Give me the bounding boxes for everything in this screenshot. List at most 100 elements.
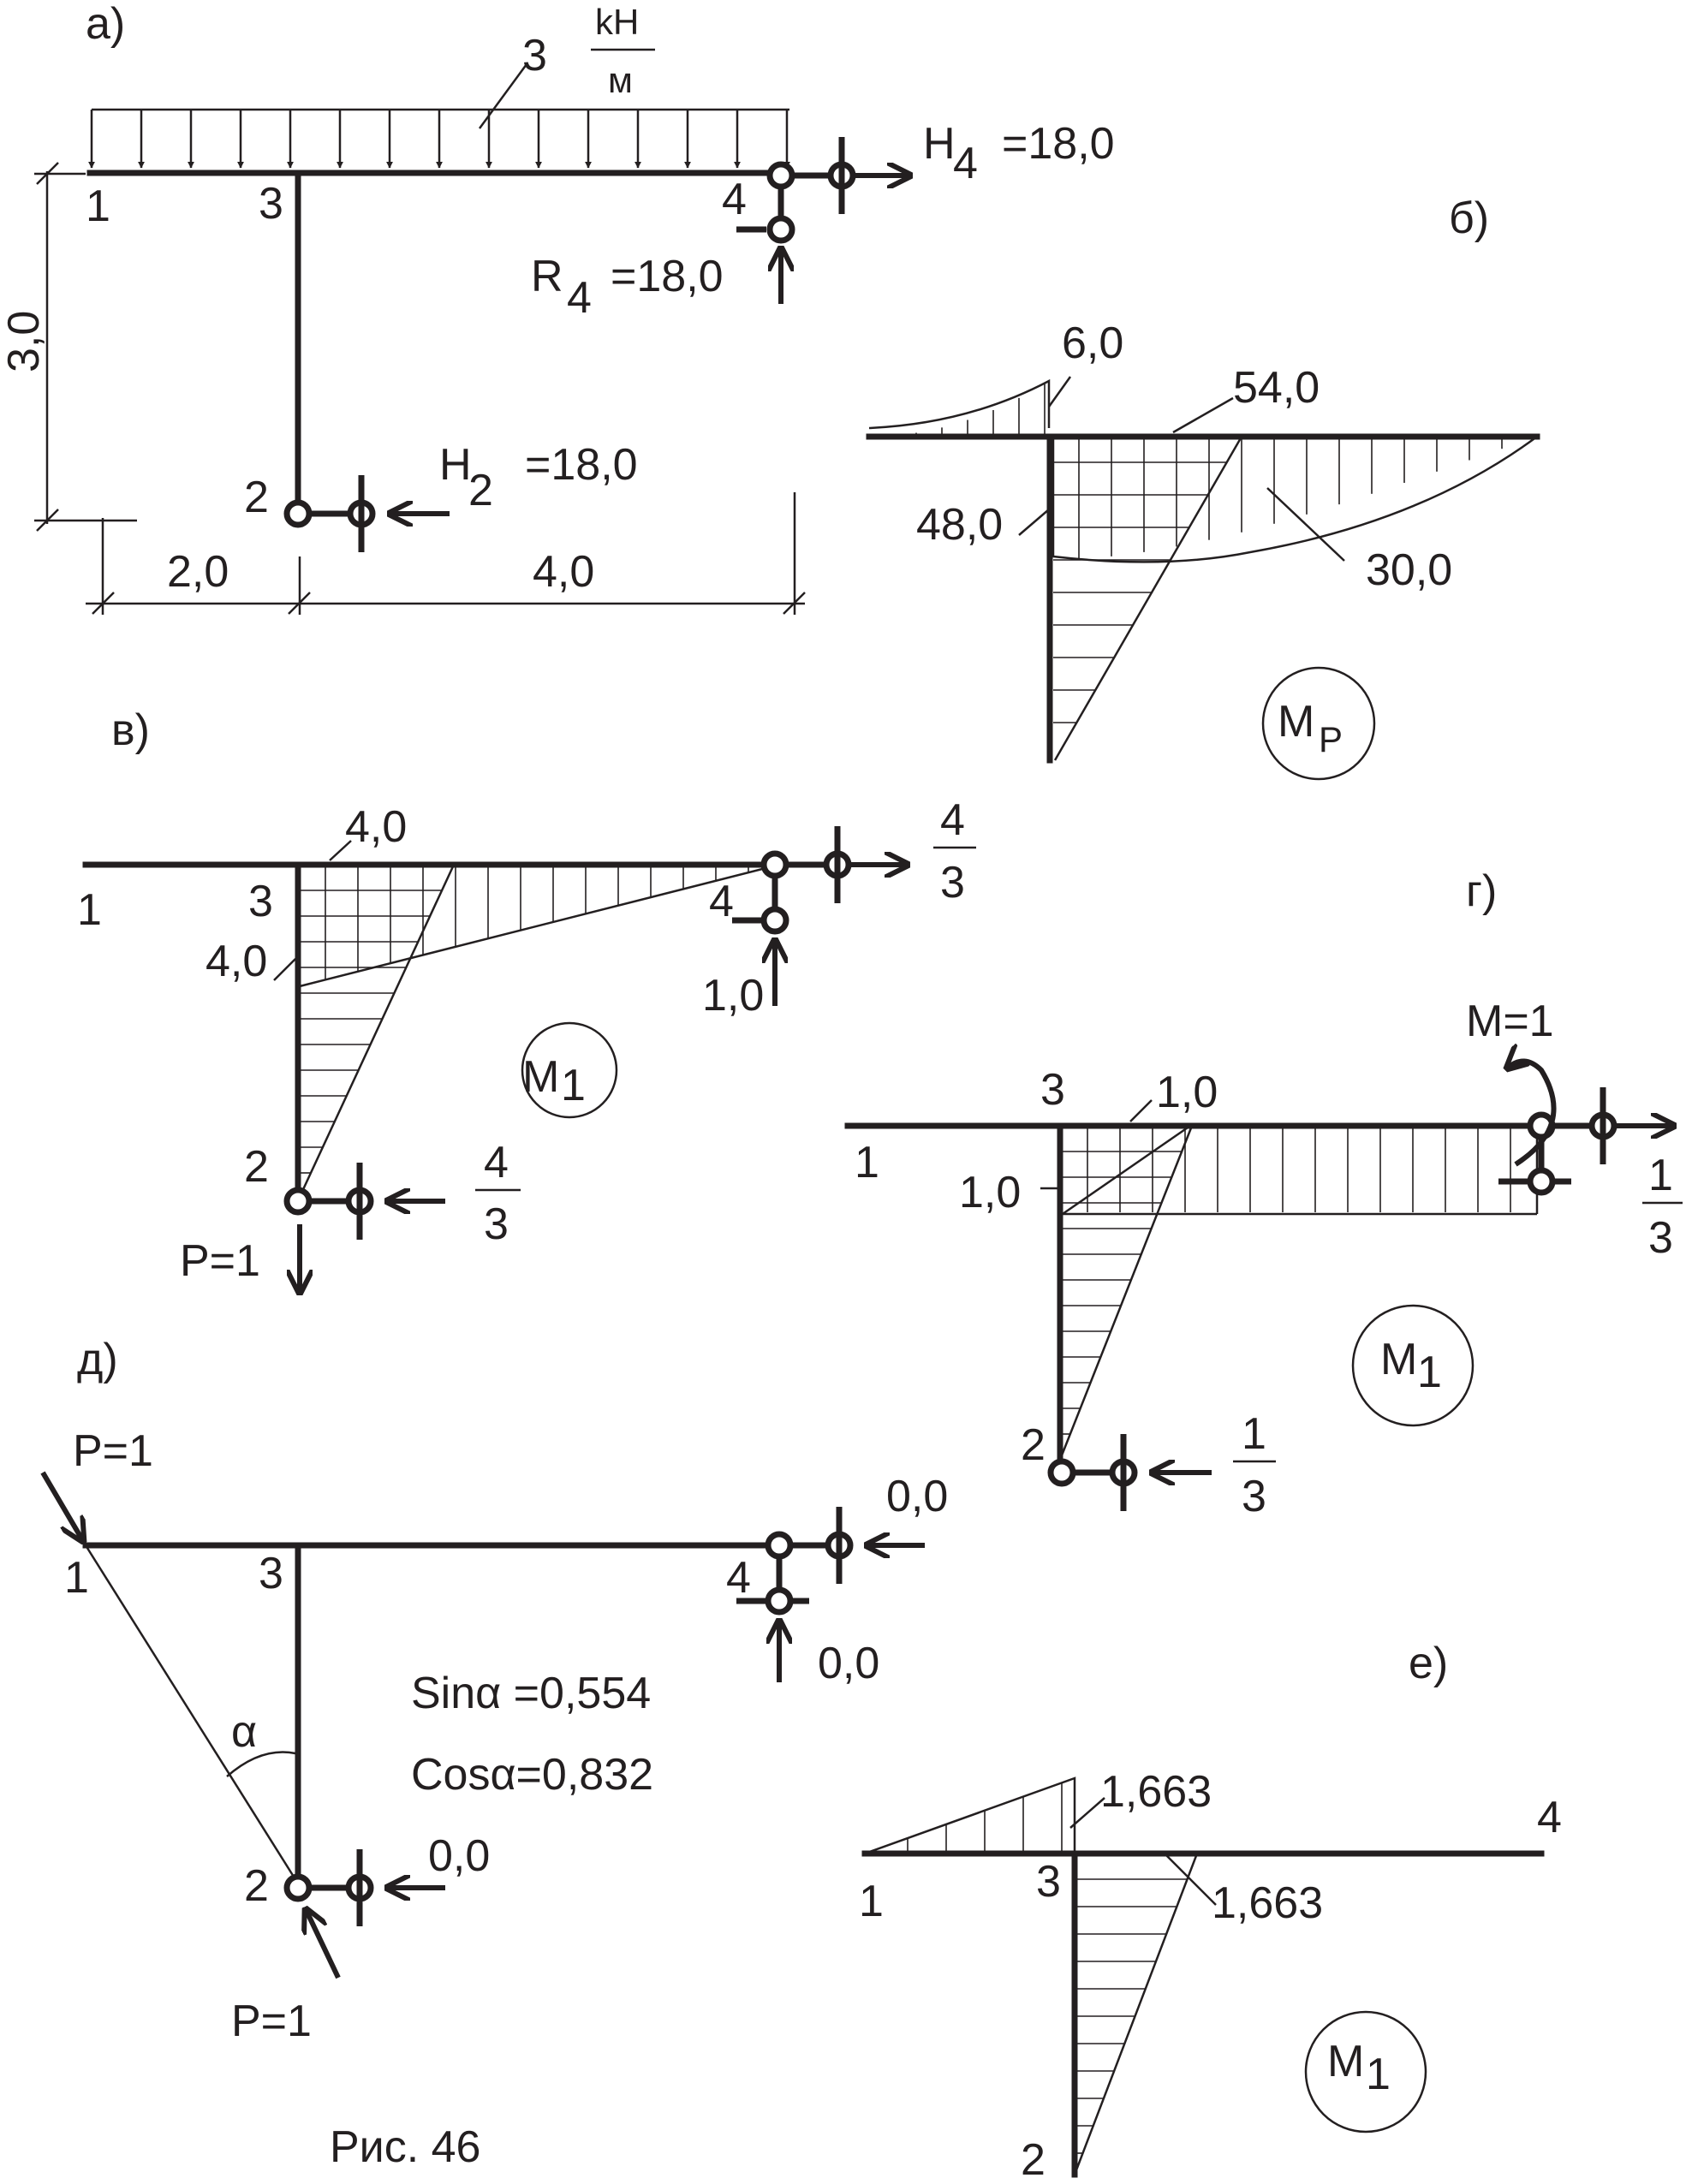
m1c-node-2: 2 [244,1142,269,1192]
load-unit-denominator: м [608,60,633,100]
r4-subscript: 4 [567,273,592,323]
e-load-top: P=1 [73,1426,153,1476]
f-node-3: 3 [1036,1857,1061,1907]
panel-a: а) 3 kH м 1 3 4 2 H [0,0,1115,615]
angle-alpha: α [231,1707,257,1757]
load-value: 3 [522,31,547,80]
panel-f-label: е) [1409,1639,1448,1688]
h4-subscript: 4 [953,139,978,188]
m1d-h2-num: 1 [1242,1409,1266,1459]
m1c-node-3: 3 [248,877,273,926]
m1c-subscript: 1 [561,1061,586,1110]
m1c-name: M [522,1052,559,1102]
e-r4-value: 0,0 [818,1639,879,1688]
node-3: 3 [259,179,283,229]
m1d-h2-den: 3 [1242,1472,1266,1521]
mp-subscript: P [1319,719,1343,759]
m1d-h4-den: 3 [1648,1213,1673,1263]
m1d-name: M [1380,1335,1417,1384]
m1d-support-2 [1047,1434,1212,1511]
e-node-2: 2 [244,1861,269,1911]
m1d-moment: M=1 [1466,997,1554,1046]
m1c-load: P=1 [180,1236,260,1286]
f-node-1: 1 [859,1877,884,1926]
m1d-support-4 [1498,1061,1674,1196]
h2-value: =18,0 [525,440,638,490]
m1c-h4-den: 3 [940,858,965,908]
m1c-support-4 [732,826,908,1006]
r4-label: R [531,252,563,301]
m1d-value-top: 1,0 [1156,1068,1218,1117]
panel-b-label: б) [1449,193,1489,243]
node-4: 4 [722,175,747,224]
helper-line [84,1544,300,1884]
dimension-right: 4,0 [533,547,594,597]
dimension-left: 2,0 [167,547,229,597]
distributed-load: 3 kH м [87,2,791,169]
m1c-h2-num: 4 [484,1138,509,1187]
panel-a-label: а) [86,0,125,49]
m1c-r4-value: 1,0 [702,971,764,1021]
figure-caption: Рис. 46 [330,2122,480,2172]
m1c-h4-num: 4 [940,795,965,845]
panel-d-label: г) [1466,866,1497,916]
mp-label-circle [1261,666,1376,781]
panel-e-label: д) [77,1335,118,1384]
m1c-node-4: 4 [709,877,734,926]
m1d-node-3: 3 [1040,1065,1065,1115]
node-2: 2 [244,473,269,522]
support-4 [736,137,910,304]
mp-value-6: 6,0 [1062,318,1123,368]
m1d-node-2: 2 [1021,1420,1046,1470]
e-support-4 [736,1507,925,1682]
m1d-label-circle [1351,1304,1475,1427]
e-support-2 [283,1849,445,1926]
m1c-h2-den: 3 [484,1199,509,1249]
load-unit-numerator: kH [595,2,639,42]
mp-value-30: 30,0 [1366,545,1452,595]
f-subscript: 1 [1366,2050,1391,2099]
mp-name: M [1278,697,1314,747]
m1d-value-left: 1,0 [959,1168,1021,1217]
f-value-top: 1,663 [1100,1767,1212,1817]
panel-f: е) 1,663 1,663 1 3 4 2 M 1 [859,1639,1562,2184]
h2-label: H [439,440,472,490]
dimension-lines [34,162,806,615]
m1c-value-top: 4,0 [345,802,407,852]
e-load-bottom: P=1 [231,1997,312,2046]
m1c-label-circle [521,1021,618,1119]
panel-d: г) 1,0 1,0 1 3 2 M=1 1 3 [844,866,1683,1521]
m1c-node-1: 1 [77,885,102,935]
panel-c-label: в) [111,705,150,755]
e-node-3: 3 [259,1549,283,1598]
cos-alpha: Cosα=0,832 [411,1750,653,1800]
f-name: M [1327,2037,1364,2086]
f-label-circle [1304,2010,1427,2133]
mp-value-48: 48,0 [916,500,1003,550]
m1c-support-2 [283,1163,445,1293]
e-h4-value: 0,0 [886,1472,948,1521]
e-node-1: 1 [64,1553,89,1603]
m1d-node-1: 1 [855,1138,879,1187]
f-value-right: 1,663 [1212,1878,1323,1928]
m1d-h4-num: 1 [1648,1151,1673,1200]
panel-c: в) 4,0 4,0 1 3 4 2 4 3 1,0 [77,705,976,1293]
panel-b: б) 6,0 54,0 48,0 30,0 M P [866,193,1540,781]
h4-label: H [923,119,956,169]
mp-value-54: 54,0 [1233,363,1320,413]
support-2 [283,475,450,552]
sin-alpha: Sinα =0,554 [411,1669,651,1718]
e-h2-value: 0,0 [428,1831,490,1881]
m1c-value-left: 4,0 [206,937,267,986]
panel-e: д) α P=1 P=1 1 3 4 2 0,0 0,0 [40,1335,948,2046]
dimension-height: 3,0 [0,311,49,372]
h2-subscript: 2 [468,466,493,515]
h4-value: =18,0 [1002,119,1115,169]
e-node-4: 4 [726,1553,751,1603]
node-1: 1 [86,182,110,231]
r4-value: =18,0 [611,252,724,301]
m1d-subscript: 1 [1417,1348,1442,1397]
f-node-4: 4 [1537,1793,1562,1842]
f-node-2: 2 [1021,2135,1046,2184]
